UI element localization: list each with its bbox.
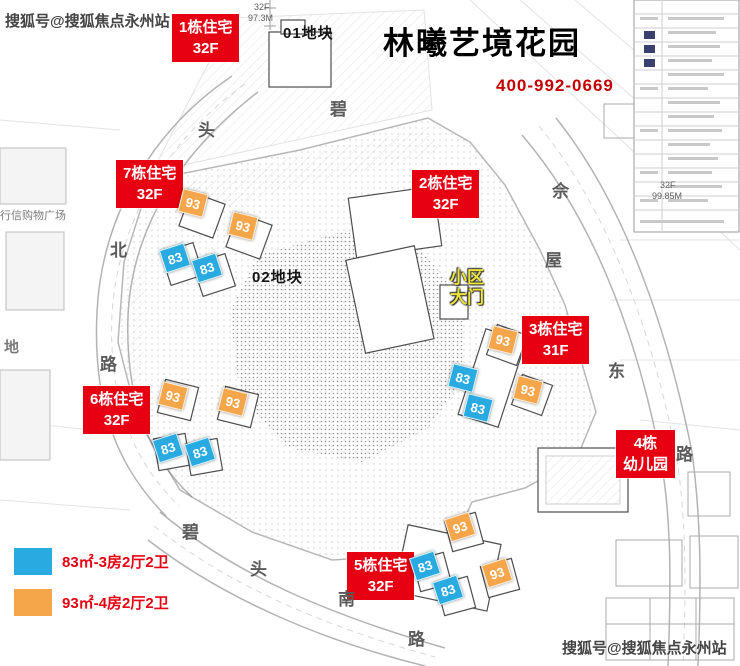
street-char-lu-south: 路 <box>408 630 425 649</box>
street-char-nan: 南 <box>338 590 355 609</box>
street-char-lu-east: 路 <box>676 445 693 464</box>
building-4-name: 4栋 <box>633 435 658 452</box>
watermark-bottom-right: 搜狐号@搜狐焦点永州站 <box>562 640 727 657</box>
building-label-5: 5栋住宅 32F <box>347 552 415 600</box>
building-label-1: 1栋住宅 32F <box>172 14 240 62</box>
contact-phone: 400-992-0669 <box>496 76 614 95</box>
street-char-lu-west: 路 <box>100 355 117 374</box>
legend-swatch-93 <box>14 589 52 616</box>
building-label-6: 6栋住宅 32F <box>83 386 151 434</box>
watermark-top-left: 搜狐号@搜狐焦点永州站 <box>5 13 170 30</box>
street-char-wu: 屋 <box>545 251 562 270</box>
parcel-02-label: 02地块 <box>252 269 303 286</box>
building-6-name: 6栋住宅 <box>90 391 144 408</box>
street-char-dong: 东 <box>608 362 625 381</box>
building-3-floors: 31F <box>542 342 569 359</box>
street-char-bi-north: 碧 <box>330 100 347 119</box>
annotation-height: 97.3M <box>248 13 274 23</box>
street-char-tou-north: 头 <box>198 121 215 140</box>
building-7-name: 7栋住宅 <box>123 165 177 182</box>
gate-label-line1: 小区 <box>450 268 484 287</box>
legend-item-93: 93㎡-4房2厅2卫 <box>14 589 169 616</box>
street-char-tou-south: 头 <box>250 560 267 579</box>
building-label-3: 3栋住宅 31F <box>522 316 590 364</box>
project-title: 林曦艺境花园 <box>383 26 581 61</box>
street-char-bei: 北 <box>110 241 127 260</box>
building-label-7: 7栋住宅 32F <box>116 160 184 208</box>
legend-label-93: 93㎡-4房2厅2卫 <box>62 595 169 612</box>
street-char-bi-south: 碧 <box>182 523 199 542</box>
annotation-height: 32F <box>660 180 676 190</box>
building-label-4: 4栋 幼儿园 <box>616 430 676 478</box>
building-1-name: 1栋住宅 <box>179 19 233 36</box>
building-7-floors: 32F <box>136 186 163 203</box>
building-2-floors: 32F <box>432 196 459 213</box>
building-label-2: 2栋住宅 32F <box>412 170 480 218</box>
building-1-floors: 32F <box>192 40 219 57</box>
gate-label: 小区 大门 <box>450 268 484 307</box>
poi-mall-label: 行信购物广场 <box>0 210 66 222</box>
building-4-floors: 幼儿园 <box>623 456 669 473</box>
annotation-height: 99.85M <box>652 191 683 201</box>
building-5-floors: 32F <box>367 578 394 595</box>
legend-label-83: 83㎡-3房2厅2卫 <box>62 554 169 571</box>
street-char-she: 佘 <box>552 182 569 201</box>
legend-swatch-83 <box>14 548 52 575</box>
poi-land-label: 地 <box>4 339 20 356</box>
gate-label-line2: 大门 <box>450 287 484 307</box>
building-3-name: 3栋住宅 <box>529 321 583 338</box>
legend-item-83: 83㎡-3房2厅2卫 <box>14 548 169 575</box>
building-6-floors: 32F <box>103 412 130 429</box>
parcel-01-label: 01地块 <box>283 25 334 42</box>
unit-legend: 83㎡-3房2厅2卫 93㎡-4房2厅2卫 <box>14 548 169 630</box>
annotation-height: 32F <box>254 2 270 12</box>
building-2-name: 2栋住宅 <box>419 175 473 192</box>
building-5-name: 5栋住宅 <box>354 557 408 574</box>
